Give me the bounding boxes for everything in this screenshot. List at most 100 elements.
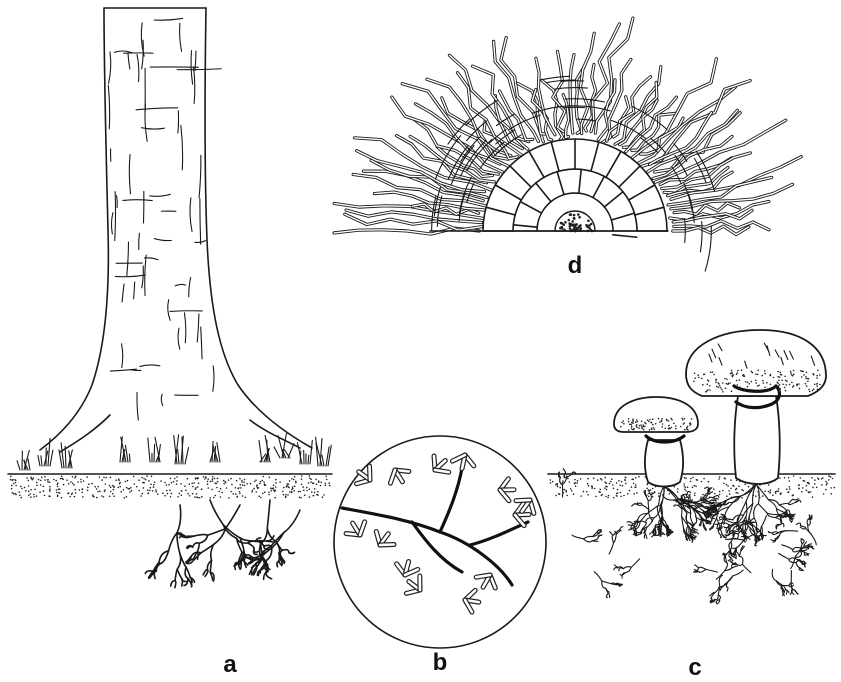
root-branch — [266, 572, 272, 579]
root-branch — [154, 571, 156, 578]
soil-dot — [263, 476, 265, 478]
soil-dot — [299, 491, 301, 493]
mycelium-strand — [695, 565, 699, 568]
mycelium-strand — [739, 550, 741, 556]
soil-dot — [173, 481, 175, 483]
cap-dot — [775, 386, 777, 388]
bark-texture — [108, 18, 221, 420]
mycelium-strand — [606, 593, 608, 597]
soil-dot — [312, 482, 314, 484]
soil-dot — [291, 491, 293, 493]
soil-dot — [142, 482, 144, 484]
soil-dot — [559, 487, 561, 489]
cap-dot — [628, 429, 630, 431]
soil-dot — [701, 481, 703, 483]
cap-dot — [632, 421, 634, 423]
cap-dot — [712, 371, 714, 373]
panel-a-tree — [17, 8, 331, 588]
soil-dot — [213, 497, 215, 499]
mycelium-strand — [734, 533, 738, 536]
soil-dot — [192, 486, 194, 488]
soil-dot — [49, 488, 51, 490]
bark-mark — [117, 196, 118, 208]
cap-dot — [708, 380, 710, 382]
soil-dot — [723, 483, 725, 485]
soil-dot — [148, 492, 150, 494]
mycelium-strand — [742, 564, 751, 573]
soil-dot — [606, 482, 608, 484]
cap-dot — [659, 421, 661, 423]
bark-mark — [190, 198, 192, 231]
root-branch — [240, 538, 256, 541]
soil-dot — [733, 485, 735, 487]
soil-dot — [151, 476, 153, 478]
soil-dot — [251, 491, 253, 493]
cap-dot — [650, 422, 652, 424]
cap-dot — [724, 378, 726, 380]
soil-dot — [706, 487, 708, 489]
mycelium-strand — [758, 504, 767, 513]
mycelium-strand — [715, 595, 719, 600]
soil-dot — [71, 492, 73, 494]
soil-dot — [143, 487, 145, 489]
soil-dot — [789, 486, 791, 488]
soil-dot — [169, 489, 171, 491]
root-branch — [199, 535, 208, 543]
cap-dot — [670, 418, 672, 420]
mycelium-strand — [754, 504, 759, 518]
grass-blade — [308, 455, 309, 464]
soil-dot — [285, 494, 287, 496]
soil-dot — [69, 496, 71, 498]
soil-dot — [271, 490, 273, 492]
cap-dot — [793, 374, 795, 376]
soil-dot — [12, 480, 14, 482]
soil-dot — [49, 481, 51, 483]
mycelium-strand — [625, 567, 631, 573]
cap-dot — [763, 382, 765, 384]
soil-dot — [301, 478, 303, 480]
soil-dot — [207, 483, 209, 485]
soil-dot — [252, 490, 254, 492]
soil-dot — [12, 492, 14, 494]
soil-dot — [88, 483, 90, 485]
cap-dot — [770, 374, 772, 376]
short-root-tip-inner — [370, 466, 371, 480]
soil-dot — [635, 477, 637, 479]
soil-dot — [244, 485, 246, 487]
soil-dot — [685, 490, 687, 492]
mycelium-strand — [808, 519, 811, 525]
soil-dot — [129, 491, 131, 493]
soil-dot — [127, 480, 129, 482]
soil-dot — [713, 488, 715, 490]
cap-dot — [817, 388, 819, 390]
soil-dot — [322, 496, 324, 498]
cap-dot — [739, 386, 741, 388]
soil-dot — [26, 477, 28, 479]
soil-dot — [181, 494, 183, 496]
cap-dot — [812, 373, 814, 375]
cap-dot — [767, 389, 769, 391]
cap-dot — [645, 423, 647, 425]
root-branch — [197, 543, 199, 552]
soil-dot — [314, 492, 316, 494]
soil-dot — [704, 487, 706, 489]
cap-dot — [757, 385, 759, 387]
soil-dot — [112, 493, 114, 495]
soil-dot — [126, 496, 128, 498]
mycelium-strand — [624, 567, 632, 569]
soil-dot — [237, 488, 239, 490]
soil-dot — [287, 494, 289, 496]
bark-mark — [175, 284, 186, 285]
soil-dot — [778, 488, 780, 490]
cap-dot — [691, 418, 693, 420]
cap-dot — [620, 426, 622, 428]
soil-dot — [33, 494, 35, 496]
soil-dot — [243, 481, 245, 483]
grass-blade — [17, 461, 20, 470]
soil-dot — [658, 493, 660, 495]
cap-dot — [755, 373, 757, 375]
soil-dot — [38, 479, 40, 481]
cap-dot — [623, 423, 625, 425]
soil-dot — [44, 476, 46, 478]
soil-dot — [113, 495, 115, 497]
